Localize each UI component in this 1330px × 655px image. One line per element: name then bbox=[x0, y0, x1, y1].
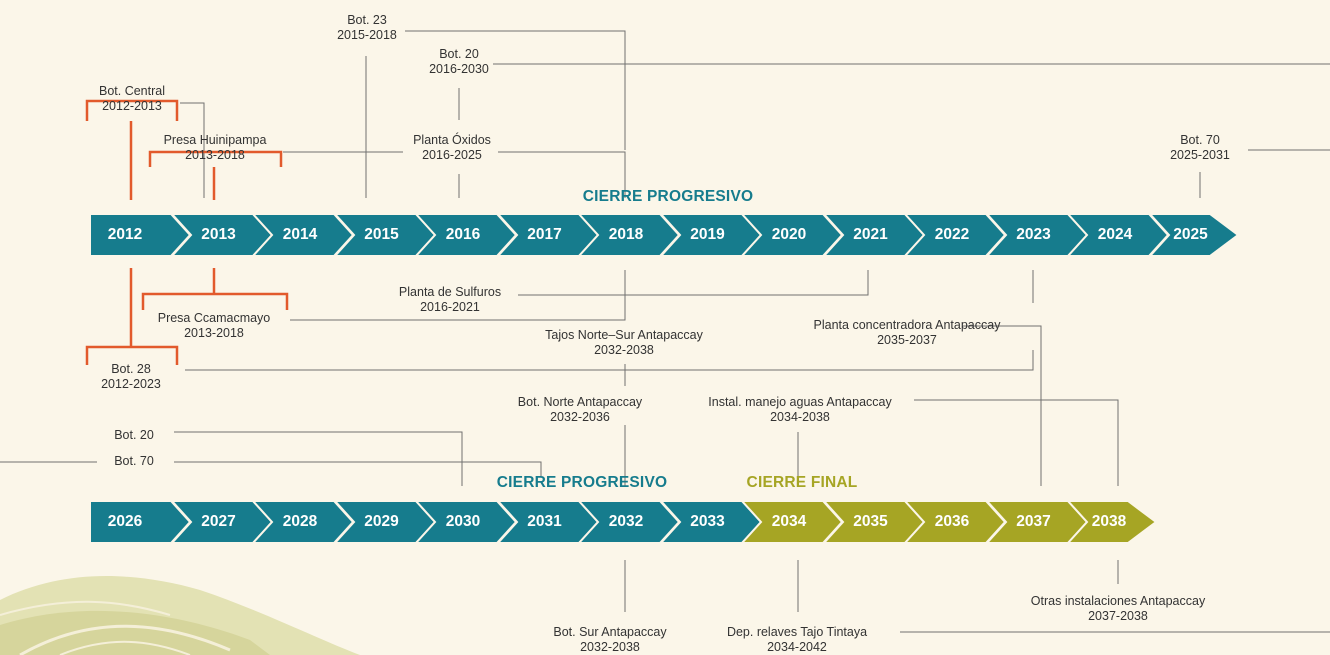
year-label: 2024 bbox=[1097, 226, 1133, 243]
year-label: 2025 bbox=[1173, 226, 1208, 243]
year-chevron-2012: 2012 bbox=[89, 213, 192, 257]
year-label: 2016 bbox=[445, 226, 481, 243]
year-chevron-2016: 2016 bbox=[413, 213, 518, 257]
connector-sulfuros bbox=[518, 270, 869, 296]
year-chevron-2038: 2038 bbox=[1065, 500, 1158, 544]
connector-bot-central-right bbox=[180, 102, 205, 198]
year-label: 2030 bbox=[445, 513, 481, 530]
connector-oxidos-right bbox=[498, 151, 626, 198]
year-label: 2023 bbox=[1016, 226, 1051, 243]
year-chevron-2035: 2035 bbox=[821, 500, 925, 544]
year-label: 2036 bbox=[934, 513, 970, 530]
year-chevron-2018: 2018 bbox=[576, 213, 681, 257]
year-label: 2031 bbox=[527, 513, 562, 530]
year-label: 2032 bbox=[608, 513, 644, 530]
year-label: 2038 bbox=[1091, 513, 1127, 530]
bracket-presa-huinipampa bbox=[148, 150, 283, 167]
year-label: 2034 bbox=[771, 513, 807, 530]
connector-bot-23-right bbox=[405, 30, 626, 150]
year-chevron-2025: 2025 bbox=[1147, 213, 1240, 257]
year-chevron-2023: 2023 bbox=[984, 213, 1088, 257]
year-label: 2037 bbox=[1016, 513, 1051, 530]
year-chevron-2026: 2026 bbox=[89, 500, 192, 544]
label-bot-20-bottom: Bot. 20 bbox=[114, 428, 154, 442]
connector-instal-aguas bbox=[914, 399, 1119, 486]
year-label: 2026 bbox=[107, 513, 143, 530]
year-label: 2012 bbox=[107, 226, 143, 243]
year-chevron-2020: 2020 bbox=[739, 213, 844, 257]
year-label: 2018 bbox=[608, 226, 644, 243]
year-chevron-2034: 2034 bbox=[739, 500, 844, 544]
year-label: 2015 bbox=[364, 226, 399, 243]
bracket-bot-28 bbox=[85, 345, 179, 365]
year-label: 2013 bbox=[201, 226, 236, 243]
year-label: 2017 bbox=[527, 226, 562, 243]
connector-ccamacmayo-right bbox=[290, 270, 626, 321]
year-chevron-2037: 2037 bbox=[984, 500, 1088, 544]
year-label: 2035 bbox=[853, 513, 888, 530]
connector-concentradora bbox=[962, 325, 1042, 486]
connector-bot-28 bbox=[185, 350, 1034, 371]
year-chevron-2015: 2015 bbox=[332, 213, 436, 257]
year-label: 2021 bbox=[853, 226, 888, 243]
year-label: 2029 bbox=[364, 513, 399, 530]
phase-label-cierre-progresivo-row1: CIERRE PROGRESIVO bbox=[582, 188, 754, 205]
year-label: 2014 bbox=[282, 226, 318, 243]
year-label: 2028 bbox=[282, 513, 318, 530]
year-label: 2019 bbox=[690, 226, 725, 243]
connector-bot-70-bottom bbox=[174, 461, 542, 476]
year-chevron-2021: 2021 bbox=[821, 213, 925, 257]
year-label: 2022 bbox=[934, 226, 970, 243]
connector-bot-20-bottom bbox=[174, 431, 463, 486]
year-label: 2033 bbox=[690, 513, 725, 530]
year-label: 2027 bbox=[201, 513, 236, 530]
bracket-bot-central bbox=[85, 99, 179, 121]
year-label: 2020 bbox=[771, 226, 807, 243]
bracket-presa-ccamacmayo bbox=[141, 292, 289, 310]
phase-label-cierre-progresivo-row2: CIERRE PROGRESIVO bbox=[496, 474, 668, 491]
label-bot-70-bottom: Bot. 70 bbox=[114, 454, 154, 468]
phase-label-cierre-final: CIERRE FINAL bbox=[746, 474, 858, 491]
